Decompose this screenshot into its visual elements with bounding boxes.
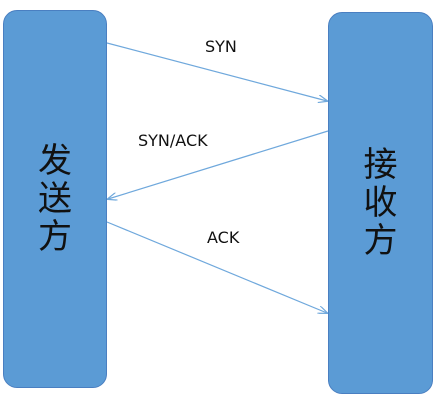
syn-label: SYN [205, 37, 237, 56]
receiver-char-2: 收 [363, 183, 398, 223]
syn-ack-arrow [108, 130, 329, 199]
sender-char-2: 送 [38, 179, 72, 219]
syn-ack-label: SYN/ACK [138, 131, 208, 150]
sender-box: 发 送 方 [3, 10, 107, 388]
receiver-label: 接 收 方 [364, 146, 398, 260]
ack-arrow [106, 221, 327, 313]
receiver-box: 接 收 方 [328, 12, 433, 394]
sender-char-1: 发 [38, 141, 72, 181]
syn-arrow [106, 42, 327, 101]
ack-label: ACK [207, 228, 240, 247]
sender-label: 发 送 方 [38, 142, 72, 256]
sender-char-3: 方 [38, 217, 72, 257]
receiver-char-1: 接 [363, 145, 398, 185]
receiver-char-3: 方 [363, 221, 398, 261]
